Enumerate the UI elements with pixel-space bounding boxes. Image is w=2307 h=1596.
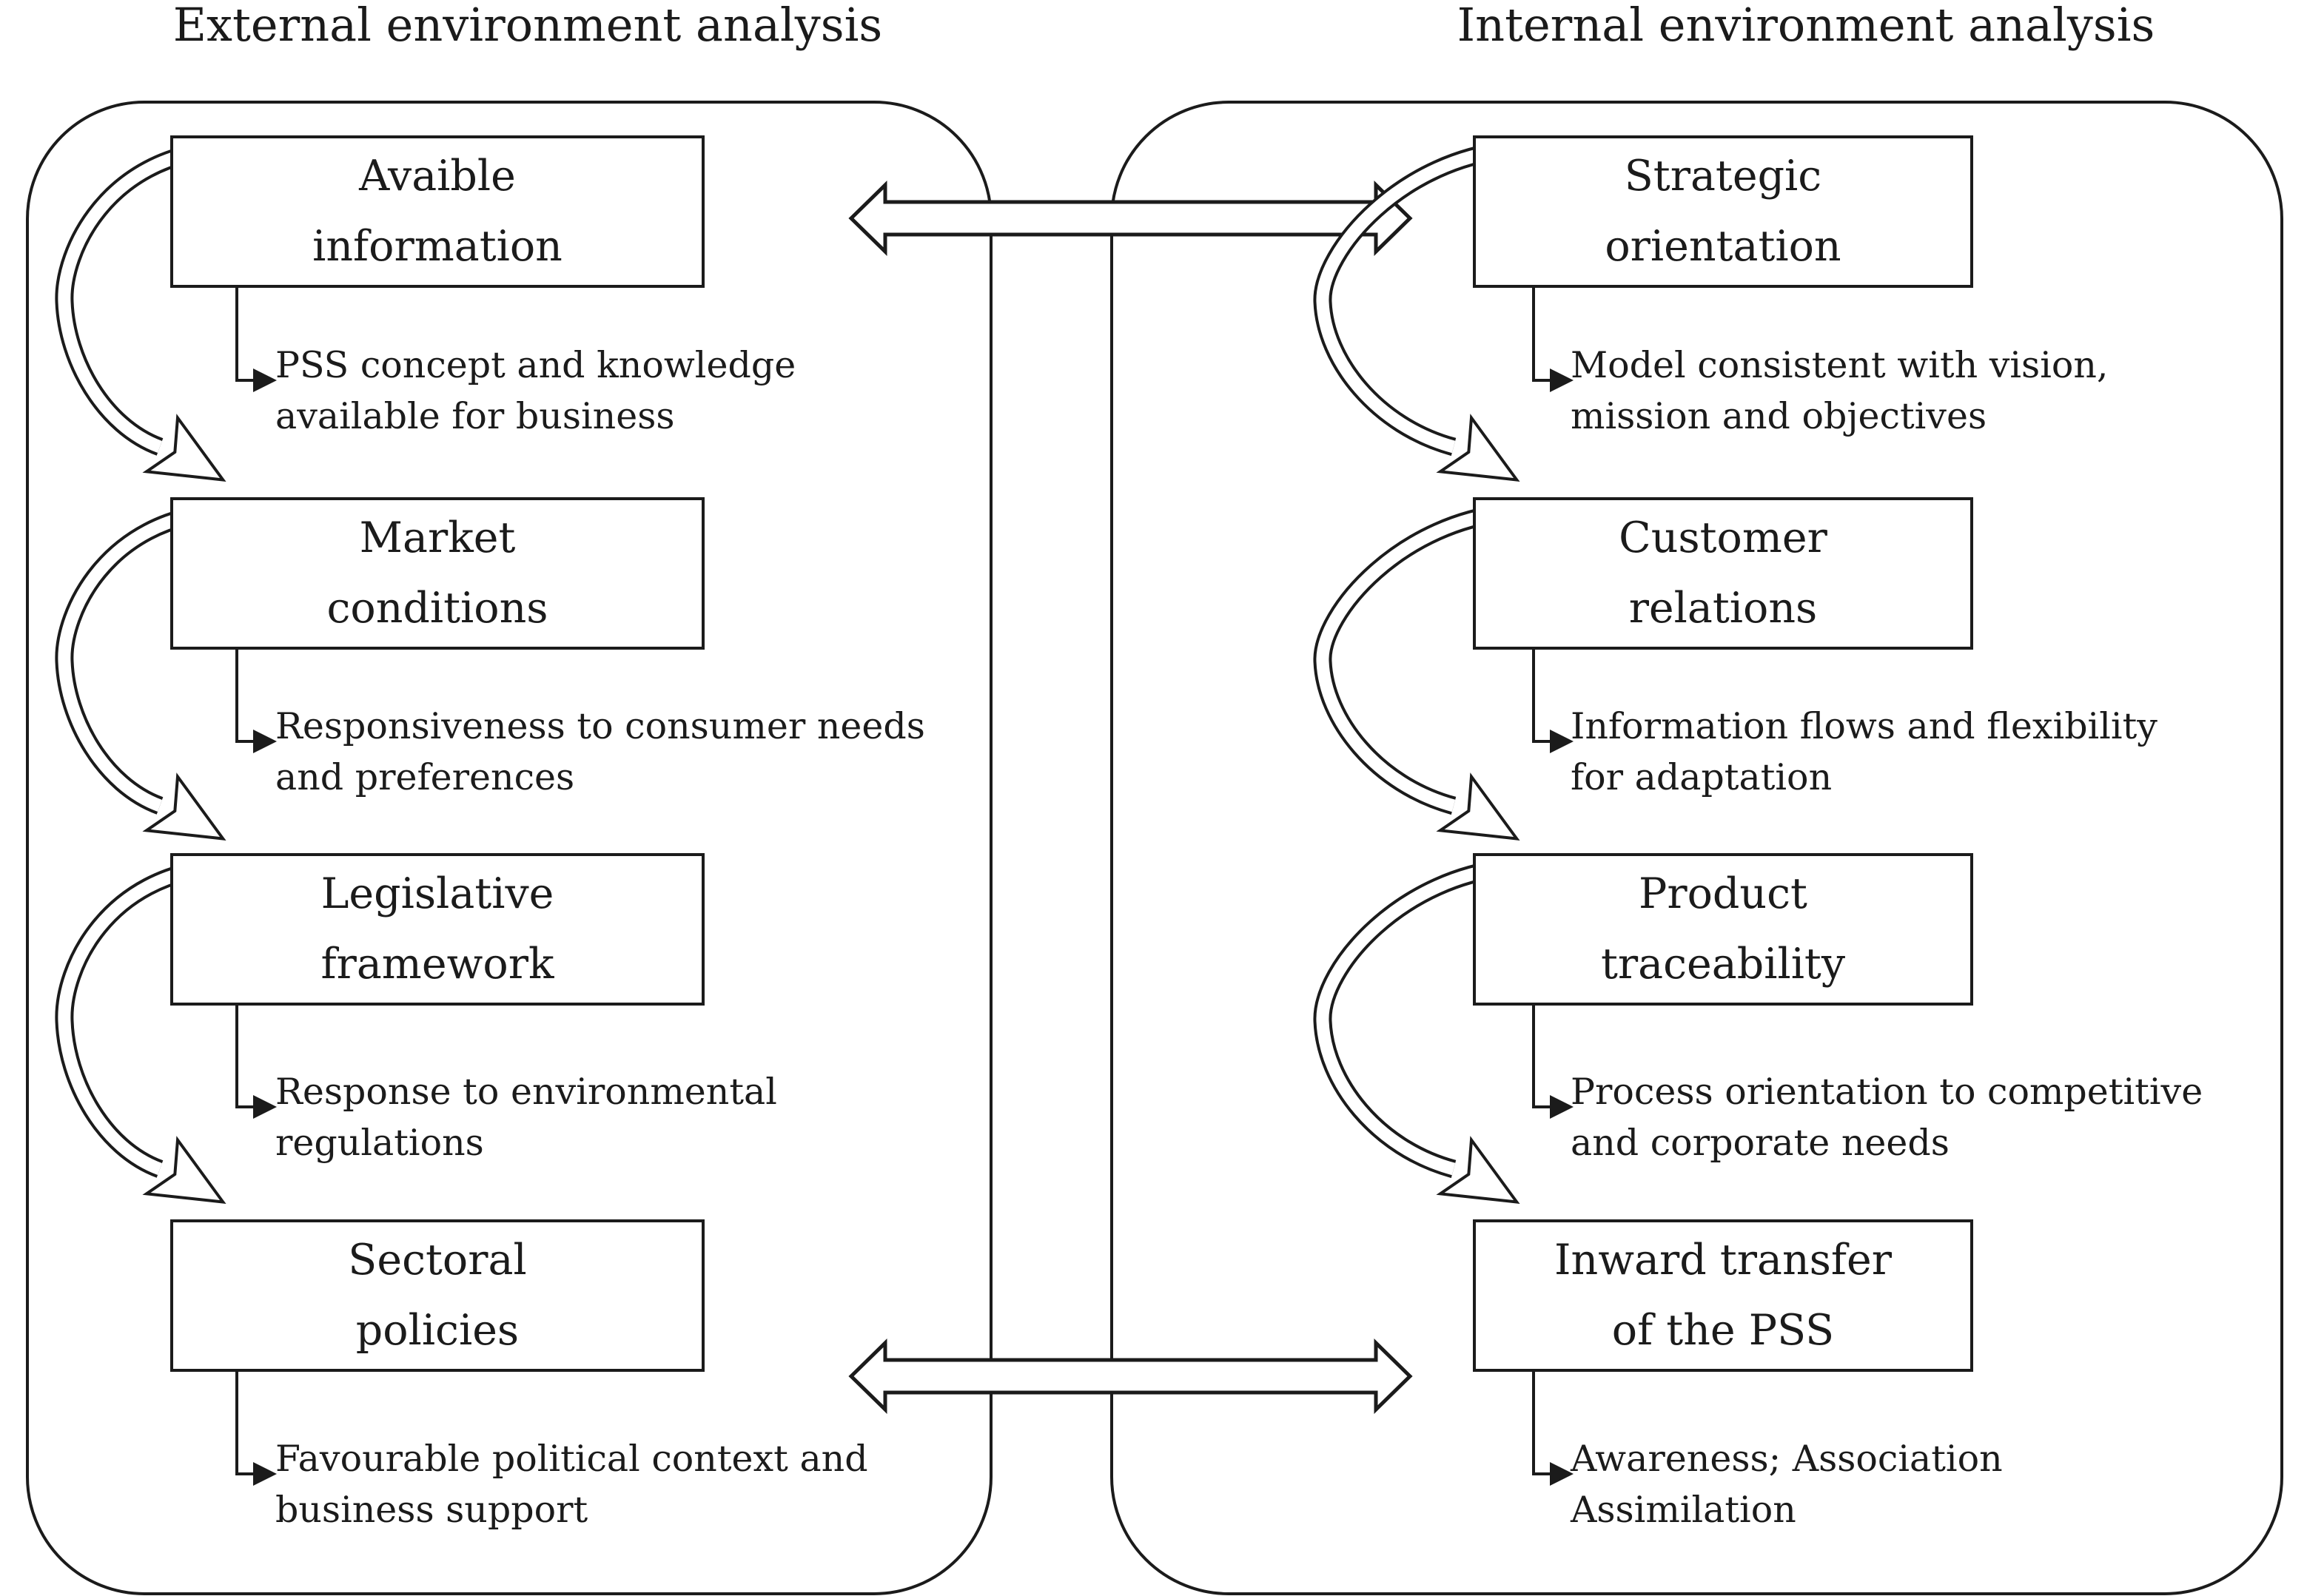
- double-headed-arrow-icon: [848, 181, 1413, 256]
- note-responsiveness: Responsiveness to consumer needs and pre…: [275, 705, 925, 798]
- elbow-arrow-icon: [1532, 1372, 1574, 1486]
- elbow-arrow-icon: [235, 650, 277, 753]
- elbow-arrow-icon: [235, 1006, 277, 1119]
- box-market-conditions: Market conditions: [170, 497, 705, 650]
- elbow-arrow-icon: [1532, 288, 1574, 392]
- note-model-consistent: Model consistent with vision, mission an…: [1571, 344, 2109, 437]
- box-avaible-information: Avaible information: [170, 135, 705, 288]
- internal-panel-outline: [1110, 101, 2283, 1595]
- curved-flow-arrow-icon: [1313, 502, 1520, 841]
- box-legislative-framework: Legislative framework: [170, 853, 705, 1006]
- note-pss-concept: PSS concept and knowledge available for …: [275, 344, 796, 437]
- elbow-arrow-icon: [235, 1372, 277, 1486]
- box-customer-relations: Customer relations: [1473, 497, 1973, 650]
- note-political-context: Favourable political context and busines…: [275, 1438, 868, 1531]
- curved-flow-arrow-icon: [55, 140, 226, 482]
- elbow-arrow-icon: [235, 288, 277, 392]
- note-process-orientation: Process orientation to competitive and c…: [1571, 1071, 2203, 1164]
- external-panel-title: External environment analysis: [172, 0, 883, 52]
- curved-flow-arrow-icon: [55, 502, 226, 841]
- box-inward-transfer: Inward transfer of the PSS: [1473, 1219, 1973, 1372]
- elbow-arrow-icon: [1532, 1006, 1574, 1119]
- curved-flow-arrow-icon: [55, 858, 226, 1204]
- box-sectoral-policies: Sectoral policies: [170, 1219, 705, 1372]
- internal-panel-title: Internal environment analysis: [1457, 0, 2155, 52]
- note-environmental-regulations: Response to environmental regulations: [275, 1071, 777, 1164]
- external-panel-outline: [26, 101, 993, 1595]
- double-headed-arrow-icon: [848, 1339, 1413, 1414]
- elbow-arrow-icon: [1532, 650, 1574, 753]
- note-information-flows: Information flows and flexibility for ad…: [1571, 705, 2157, 798]
- box-product-traceability: Product traceability: [1473, 853, 1973, 1006]
- curved-flow-arrow-icon: [1313, 140, 1520, 482]
- box-strategic-orientation: Strategic orientation: [1473, 135, 1973, 288]
- note-awareness-association: Awareness; Association Assimilation: [1571, 1438, 2003, 1531]
- curved-flow-arrow-icon: [1313, 858, 1520, 1204]
